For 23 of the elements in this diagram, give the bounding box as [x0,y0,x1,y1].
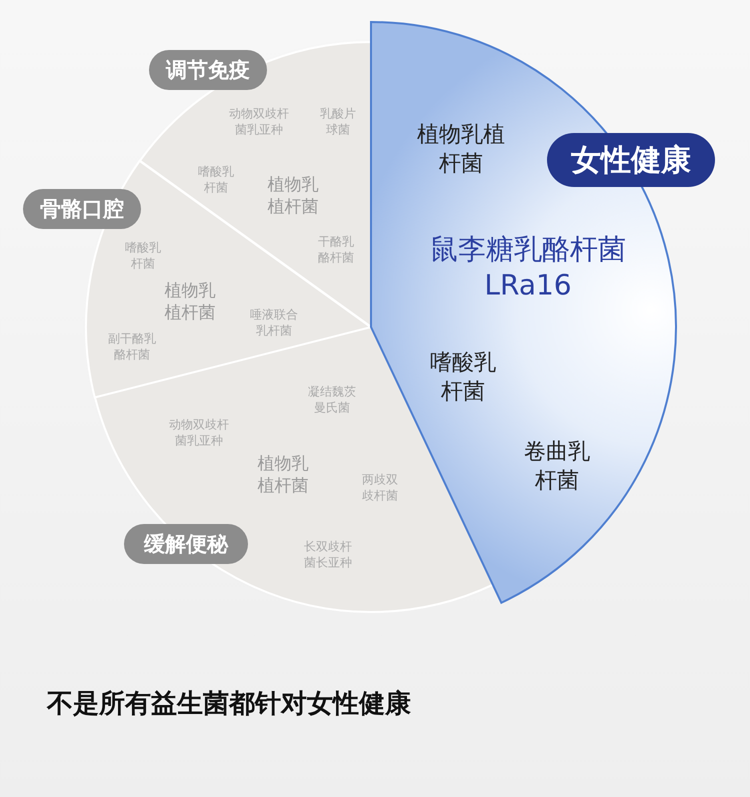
species-name: 嗜酸乳杆菌 [124,240,162,272]
species-name: 植物乳植杆菌 [256,452,310,498]
category-tag: 骨骼口腔 [23,189,141,229]
species-name: 长双歧杆菌长亚种 [302,539,353,571]
species-name: 凝结魏茨曼氏菌 [306,384,357,416]
species-name: 唾液联合乳杆菌 [249,307,299,339]
strain-name: 卷曲乳杆菌 [523,438,591,495]
species-name: 副干酪乳酪杆菌 [107,331,157,363]
species-name: 动物双歧杆菌乳亚种 [228,106,290,138]
strain-name: 鼠李糖乳酪杆菌 LRa16 [429,232,627,304]
category-tag: 女性健康 [547,133,715,187]
species-name: 植物乳植杆菌 [266,174,320,218]
caption: 不是所有益生菌都针对女性健康 [47,688,411,721]
strain-name: 嗜酸乳杆菌 [429,349,497,406]
species-name: 植物乳植杆菌 [164,280,216,324]
species-name: 两歧双歧杆菌 [360,472,399,504]
species-name: 乳酸片球菌 [318,106,357,138]
category-tag: 缓解便秘 [124,524,248,564]
species-name: 动物双歧杆菌乳亚种 [168,417,230,449]
strain-name: 植物乳植杆菌 [416,121,506,178]
species-name: 嗜酸乳杆菌 [196,164,235,196]
species-name: 干酪乳酪杆菌 [316,234,355,266]
category-tag: 调节免疫 [149,50,267,90]
